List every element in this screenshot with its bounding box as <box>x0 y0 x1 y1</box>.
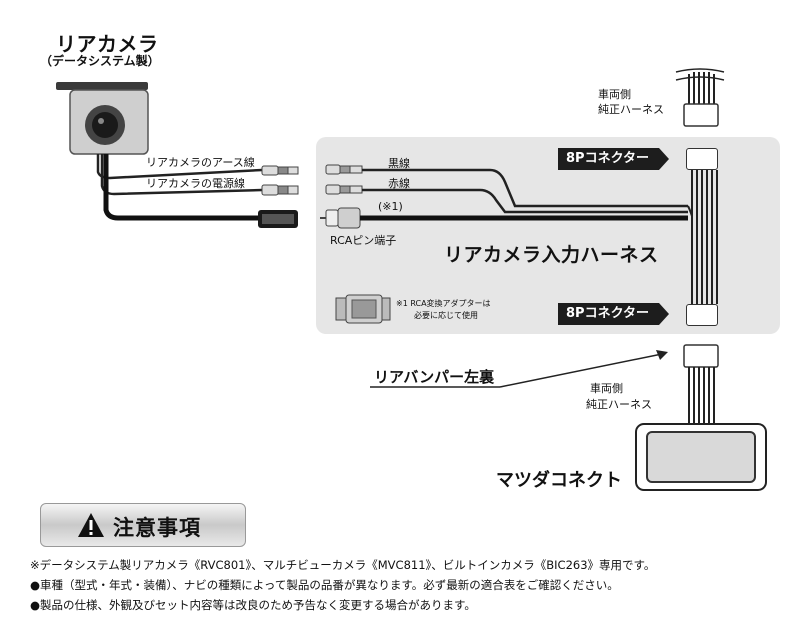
adapter-note-line2: 必要に応じて使用 <box>414 311 478 320</box>
vehicle-harness-top-illustration <box>675 68 725 127</box>
black-wire-label: 黒線 <box>388 157 410 170</box>
power-wire-label: リアカメラの電源線 <box>146 177 245 190</box>
ground-wire-label: リアカメラのアース線 <box>146 156 255 169</box>
rca-terminal-label: RCAピン端子 <box>330 234 397 247</box>
black-wire <box>362 168 688 208</box>
connector-8p-bottom <box>686 304 718 326</box>
rca-female-connector <box>258 210 298 228</box>
connector-arrow-top-icon <box>659 148 670 170</box>
mazda-connect-illustration <box>635 423 767 491</box>
notice-title: 注意事項 <box>113 516 201 540</box>
rca-note-marker: (※1) <box>378 200 403 213</box>
note-line-1: ※データシステム製リアカメラ《RVC801》、マルチビューカメラ《MVC811》… <box>30 558 656 572</box>
rca-adapter-illustration <box>335 294 391 324</box>
rear-camera-illustration <box>56 82 149 155</box>
harness-bundle <box>691 170 718 304</box>
camera-subtitle: （データシステム製） <box>40 54 160 68</box>
power-wire-connector <box>261 184 299 196</box>
vehicle-harness-bottom-line1: 車両側 <box>590 382 623 395</box>
ground-wire-connector <box>261 165 299 176</box>
connector-arrow-bottom-icon <box>659 303 670 325</box>
note-line-2: ●車種（型式・年式・装備）、ナビの種類によって製品の品番が異なります。必ず最新の… <box>30 578 619 592</box>
adapter-note-line1: ※1 RCA変換アダプターは <box>396 299 491 308</box>
connector-8p-top <box>686 148 718 170</box>
vehicle-harness-top-line2: 純正ハーネス <box>598 103 664 116</box>
mazda-connect-label: マツダコネクト <box>496 470 622 491</box>
black-wire-connector <box>325 164 363 175</box>
connector-label-top: 8Pコネクター <box>558 148 660 170</box>
red-wire-label: 赤線 <box>388 177 410 190</box>
notice-header: 注意事項 <box>40 503 246 547</box>
note-line-3: ●製品の仕様、外観及びセット内容等は改良のため予告なく変更する場合があります。 <box>30 598 476 612</box>
connector-label-bottom: 8Pコネクター <box>558 303 660 325</box>
bumper-arrow <box>370 350 668 388</box>
video-cable <box>103 154 258 221</box>
harness-name: リアカメラ入力ハーネス <box>444 244 659 266</box>
connector-label-bottom-tag: 8Pコネクター <box>558 303 670 325</box>
camera-title: リアカメラ <box>56 32 159 56</box>
connector-label-top-tag: 8Pコネクター <box>558 148 670 170</box>
vehicle-harness-top-line1: 車両側 <box>598 88 631 101</box>
bumper-label: リアバンパー左裏 <box>374 368 495 386</box>
warning-triangle-icon <box>77 512 105 542</box>
vehicle-harness-bottom-line2: 純正ハーネス <box>586 398 652 411</box>
red-wire <box>362 188 688 214</box>
rca-pin-terminal <box>320 207 361 229</box>
red-wire-connector <box>325 184 363 195</box>
vehicle-harness-bottom-illustration <box>683 344 719 426</box>
